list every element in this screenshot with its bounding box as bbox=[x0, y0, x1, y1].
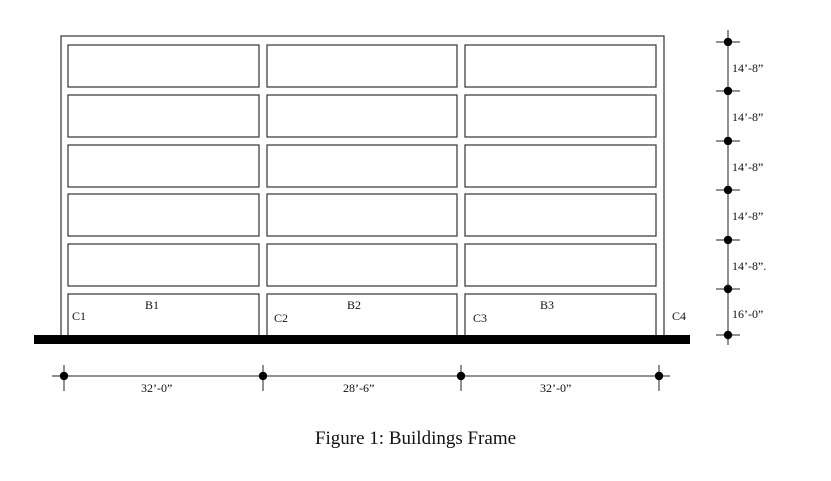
height-tick-7 bbox=[716, 330, 740, 340]
story-panels bbox=[67, 44, 657, 337]
vertical-dimension: 14’-8” 14’-8” 14’-8” 14’-8” 14’-8”. 16’-… bbox=[716, 30, 766, 345]
bay-width-3: 32’-0” bbox=[540, 381, 571, 395]
horizontal-dimension: 32’-0” 28’-6” 32’-0” bbox=[52, 365, 670, 395]
height-tick-1 bbox=[716, 37, 740, 47]
beam-label-b3: B3 bbox=[540, 298, 554, 312]
column-label-c2: C2 bbox=[274, 311, 288, 325]
story-panel-1-2 bbox=[266, 44, 458, 88]
story-panel-6-3 bbox=[464, 293, 657, 337]
dimension-tick-c2 bbox=[258, 365, 268, 391]
dimension-tick-c4 bbox=[654, 365, 664, 391]
dimension-tick-c3 bbox=[456, 365, 466, 391]
story-height-6: 16’-0” bbox=[732, 307, 763, 321]
height-tick-5 bbox=[716, 235, 740, 245]
story-panel-2-3 bbox=[464, 94, 657, 138]
story-panel-5-3 bbox=[464, 243, 657, 287]
height-tick-2 bbox=[716, 86, 740, 96]
story-panel-4-2 bbox=[266, 193, 458, 237]
story-panel-4-1 bbox=[67, 193, 260, 237]
height-tick-4 bbox=[716, 185, 740, 195]
bay-width-1: 32’-0” bbox=[141, 381, 172, 395]
story-height-4: 14’-8” bbox=[732, 209, 763, 223]
story-height-1: 14’-8” bbox=[732, 61, 763, 75]
story-panel-3-2 bbox=[266, 144, 458, 188]
story-height-5: 14’-8”. bbox=[732, 259, 766, 273]
column-label-c4: C4 bbox=[672, 309, 686, 323]
story-panel-1-1 bbox=[67, 44, 260, 88]
story-height-3: 14’-8” bbox=[732, 160, 763, 174]
bay-width-2: 28’-6” bbox=[343, 381, 374, 395]
story-panel-5-2 bbox=[266, 243, 458, 287]
ground-line bbox=[34, 335, 690, 344]
story-panel-1-3 bbox=[464, 44, 657, 88]
story-panel-6-2 bbox=[266, 293, 458, 337]
story-panel-4-3 bbox=[464, 193, 657, 237]
beam-label-b1: B1 bbox=[145, 298, 159, 312]
story-panel-3-3 bbox=[464, 144, 657, 188]
story-panel-3-1 bbox=[67, 144, 260, 188]
story-panel-5-1 bbox=[67, 243, 260, 287]
figure-caption: Figure 1: Buildings Frame bbox=[314, 428, 517, 449]
story-panel-6-1 bbox=[67, 293, 260, 337]
dimension-tick-c1 bbox=[59, 365, 69, 391]
column-label-c1: C1 bbox=[72, 309, 86, 323]
column-label-c3: C3 bbox=[473, 311, 487, 325]
height-tick-6 bbox=[716, 284, 740, 294]
beam-label-b2: B2 bbox=[347, 298, 361, 312]
story-height-2: 14’-8” bbox=[732, 110, 763, 124]
story-panel-2-2 bbox=[266, 94, 458, 138]
story-panel-2-1 bbox=[67, 94, 260, 138]
height-tick-3 bbox=[716, 136, 740, 146]
